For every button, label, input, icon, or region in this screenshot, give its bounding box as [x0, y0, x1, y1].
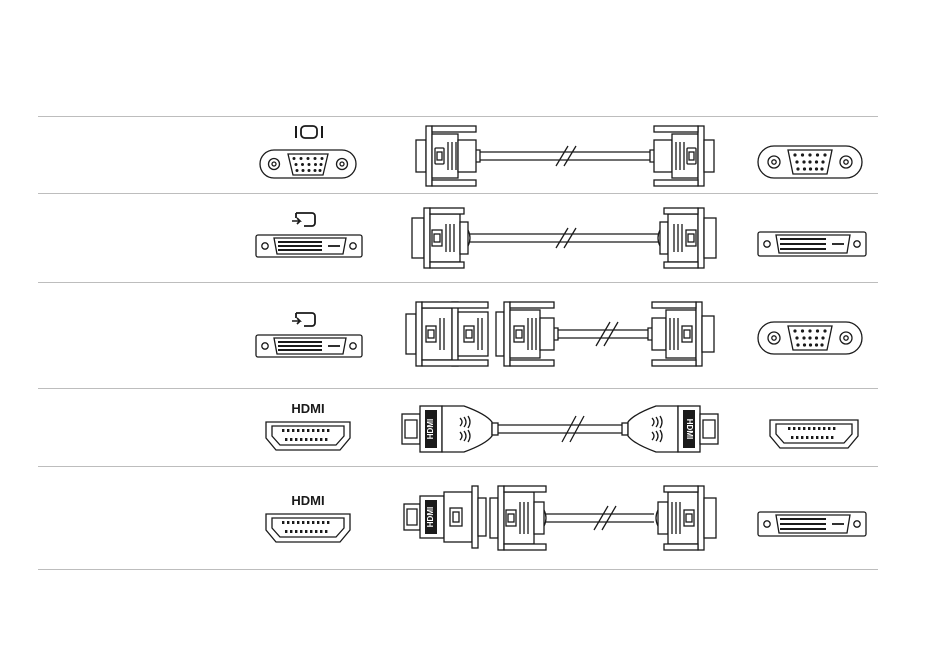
dvi-to-vga-adapter — [406, 302, 488, 366]
dvi-port — [256, 235, 362, 257]
computer-dvi-connector — [248, 303, 370, 363]
dvi-to-vga-adapter-cable — [404, 298, 720, 370]
table-rule — [38, 116, 878, 117]
vga-port-icon — [295, 126, 323, 138]
table-rule — [38, 282, 878, 283]
hdmi-port-icon: HDMI — [291, 493, 324, 508]
display-hdmi-connector — [762, 414, 866, 454]
svg-text:HDMI: HDMI — [426, 419, 435, 439]
display-vga-connector — [750, 140, 870, 188]
computer-dvi-connector — [248, 203, 370, 263]
computer-hdmi-connector: HDMI — [256, 398, 360, 458]
svg-text:HDMI: HDMI — [685, 419, 694, 439]
display-vga-connector — [750, 316, 870, 364]
hdmi-to-dvi-adapter-cable: HDMI — [402, 482, 720, 554]
display-dvi-connector — [752, 226, 872, 264]
table-rule — [38, 388, 878, 389]
hdmi-port-icon: HDMI — [291, 401, 324, 416]
display-dvi-connector — [752, 506, 872, 544]
dvi-port-icon — [292, 213, 315, 226]
table-rule — [38, 569, 878, 570]
table-rule — [38, 193, 878, 194]
vga-port — [260, 150, 356, 178]
dvi-port — [256, 335, 362, 357]
svg-text:HDMI: HDMI — [426, 507, 435, 527]
computer-hdmi-connector: HDMI — [256, 490, 360, 550]
dvi-port-icon — [292, 313, 315, 326]
table-rule — [38, 466, 878, 467]
computer-vga-connector — [250, 120, 360, 190]
dvi-cable — [408, 204, 718, 272]
hdmi-to-dvi-adapter: HDMI — [404, 486, 486, 548]
vga-cable — [410, 122, 720, 190]
hdmi-cable: HDMI HDMI — [400, 400, 720, 458]
